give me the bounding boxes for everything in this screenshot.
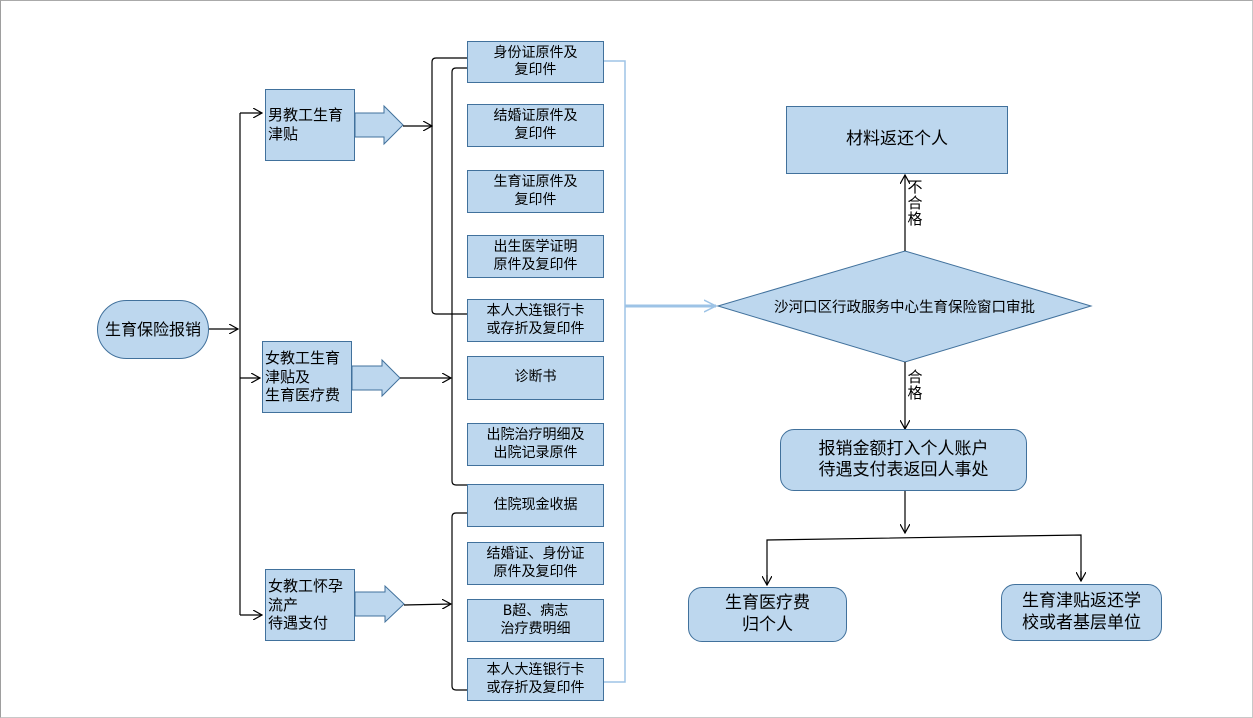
start-node: 生育保险报销 (97, 300, 209, 359)
block-arrow-male (354, 104, 404, 146)
bracket-male (431, 57, 467, 315)
bracket-miscarriage (451, 512, 467, 691)
bracket-female (451, 67, 467, 486)
doc-birth-permit: 生育证原件及 复印件 (467, 170, 604, 213)
doc-marriage-cert: 结婚证原件及 复印件 (467, 104, 604, 147)
category-female: 女教工生育津贴及 生育医疗费 (262, 341, 352, 413)
doc-bank-card-1: 本人大连银行卡 或存折及复印件 (467, 299, 604, 342)
fail-label: 不 合 格 (907, 178, 923, 228)
doc-diagnosis: 诊断书 (467, 356, 604, 400)
doc-birth-medical-cert: 出生医学证明 原件及复印件 (467, 235, 604, 278)
branch-outcomes (766, 534, 1082, 585)
pass-label: 合 格 (907, 368, 923, 402)
doc-marriage-id: 结婚证、身份证 原件及复印件 (467, 542, 604, 585)
block-arrow-female (351, 358, 401, 398)
payment-node: 报销金额打入个人账户 待遇支付表返回人事处 (780, 429, 1027, 491)
doc-bank-card-2: 本人大连银行卡 或存折及复印件 (467, 658, 604, 701)
doc-discharge-detail: 出院治疗明细及 出院记录原件 (467, 423, 604, 466)
category-miscarriage: 女教工怀孕流产 待遇支付 (265, 569, 355, 641)
doc-ultrasound: B超、病志 治疗费明细 (467, 599, 604, 642)
doc-cash-receipt: 住院现金收据 (467, 484, 604, 527)
collector-line (604, 60, 626, 683)
outcome-medical: 生育医疗费 归个人 (688, 587, 847, 642)
review-label: 沙河口区行政服务中心生育保险窗口审批 (774, 300, 1035, 316)
return-materials: 材料返还个人 (786, 106, 1008, 174)
outcome-allowance: 生育津贴返还学 校或者基层单位 (1001, 584, 1162, 641)
doc-id-card: 身份证原件及 复印件 (467, 41, 604, 83)
category-male: 男教工生育津贴 (265, 89, 355, 161)
block-arrow-miscarriage (354, 584, 405, 624)
review-diamond (716, 250, 1093, 363)
arrow-miscarriage-docs (403, 604, 451, 605)
